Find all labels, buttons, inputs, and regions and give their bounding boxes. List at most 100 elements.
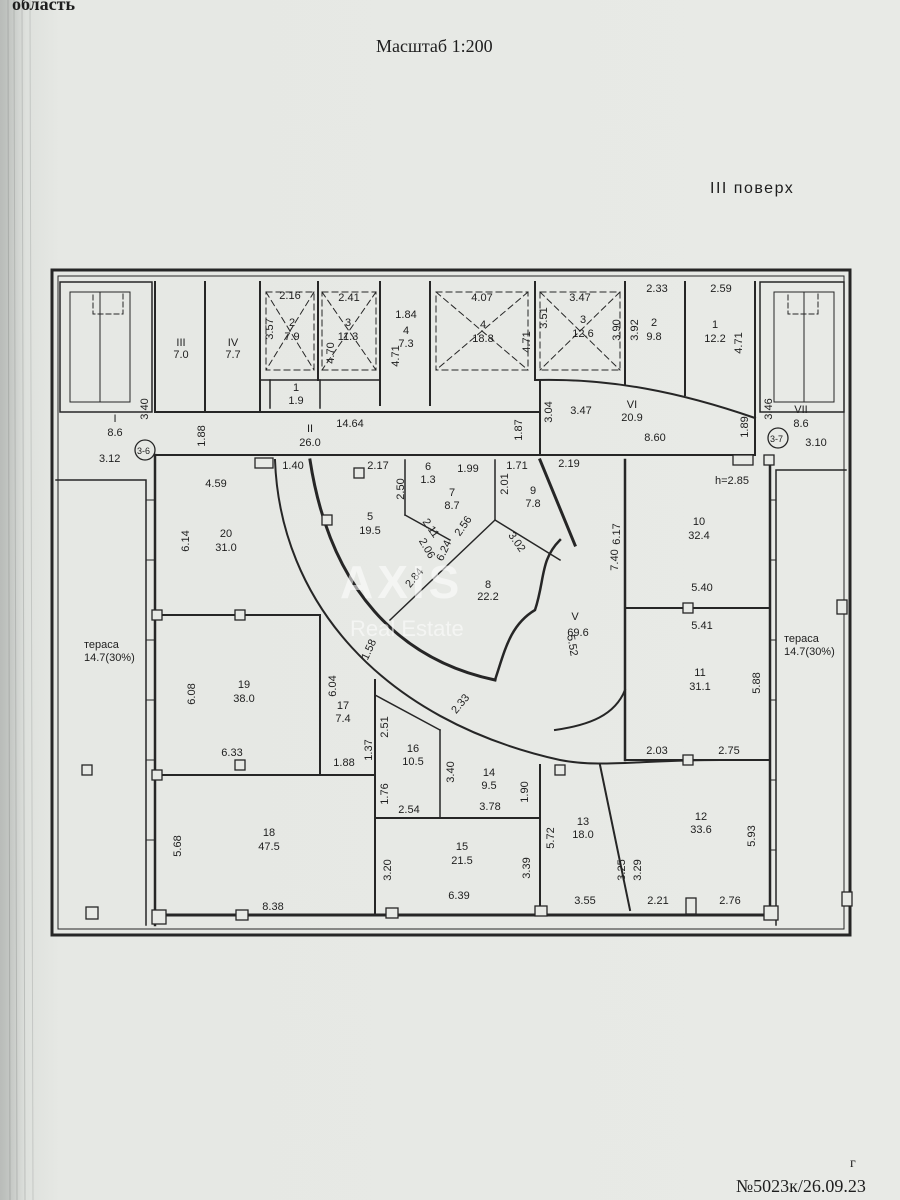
dimension-label: 6.33 bbox=[221, 747, 242, 759]
room-area: 18.8 bbox=[472, 333, 493, 345]
dimension-label: 6.08 bbox=[186, 683, 198, 704]
room-area: 31.1 bbox=[689, 681, 710, 693]
room-area: 32.4 bbox=[688, 530, 709, 542]
room-id: 19 bbox=[238, 679, 250, 691]
room-area: 1.9 bbox=[288, 395, 303, 407]
terrace-title: тераса bbox=[784, 633, 820, 645]
room-area: 47.5 bbox=[258, 841, 279, 853]
dimension-label: 2.01 bbox=[499, 473, 511, 494]
dimension-label: 4.71 bbox=[733, 332, 745, 353]
page-edge-shadow bbox=[0, 0, 26, 1200]
dimension-label: 3.57 bbox=[264, 318, 276, 339]
ceiling-height-label: h=2.85 bbox=[715, 475, 749, 487]
dimension-label: 3.51 bbox=[538, 307, 550, 328]
region-text-fragment: область bbox=[12, 0, 75, 14]
dimension-label: 1.89 bbox=[739, 416, 751, 437]
dimension-label: 2.16 bbox=[279, 290, 300, 302]
terrace-title: тераса bbox=[84, 639, 120, 651]
dimension-label: 8.60 bbox=[644, 432, 665, 444]
room-id: 9 bbox=[530, 485, 536, 497]
dimension-label: 2.19 bbox=[558, 458, 579, 470]
room-id: 7 bbox=[449, 487, 455, 499]
dimension-label: 1.88 bbox=[196, 425, 208, 446]
dimension-label: 1.87 bbox=[513, 419, 525, 440]
room-area: 21.5 bbox=[451, 855, 472, 867]
room-id: 12 bbox=[695, 811, 707, 823]
dimension-label: 7.40 bbox=[609, 549, 621, 570]
dimension-label: 2.33 bbox=[646, 283, 667, 295]
axis-label-right: 3-7 bbox=[770, 434, 783, 444]
dimension-label: 3.46 bbox=[763, 398, 775, 419]
dimension-label: 2.54 bbox=[398, 804, 419, 816]
room-id: 6 bbox=[425, 461, 431, 473]
room-id: VI bbox=[627, 399, 637, 411]
dimension-label: 3.04 bbox=[543, 401, 555, 422]
room-id: 5 bbox=[367, 511, 373, 523]
room-area: 12.2 bbox=[704, 333, 725, 345]
room-area: 7.9 bbox=[284, 331, 299, 343]
scale-label: Масштаб 1:200 bbox=[376, 36, 493, 56]
dimension-label: 3.25 bbox=[616, 859, 628, 880]
room-area: 18.0 bbox=[572, 829, 593, 841]
dimension-label: 2.56 bbox=[452, 514, 474, 538]
watermark-subtitle: Real Estate bbox=[350, 616, 464, 641]
floor-label: III поверх bbox=[710, 180, 795, 197]
room-area: 1.3 bbox=[420, 474, 435, 486]
dimension-label: 2.50 bbox=[395, 478, 407, 499]
room-area: 33.6 bbox=[690, 824, 711, 836]
dimension-label: 2.33 bbox=[449, 692, 472, 716]
dimension-label: 3.47 bbox=[570, 405, 591, 417]
room-area: 7.4 bbox=[335, 713, 350, 725]
room-id: III bbox=[176, 337, 185, 349]
dimension-label: 5.40 bbox=[691, 582, 712, 594]
dimension-label: 2.51 bbox=[379, 716, 391, 737]
room-id: 3 bbox=[580, 314, 586, 326]
dimension-label: 4.71 bbox=[390, 345, 402, 366]
dimension-label: 3.10 bbox=[805, 437, 826, 449]
dimension-label: 2.76 bbox=[719, 895, 740, 907]
dimension-label: 5.88 bbox=[751, 672, 763, 693]
dimension-label: 6.14 bbox=[180, 530, 192, 551]
room-id: II bbox=[307, 423, 313, 435]
dimension-label: 1.90 bbox=[519, 781, 531, 802]
dimension-label: 6.17 bbox=[611, 523, 623, 544]
dimension-label: 3.40 bbox=[139, 398, 151, 419]
document-number: №5023к/26.09.23 bbox=[736, 1176, 866, 1196]
terrace-area: 14.7(30%) bbox=[784, 646, 835, 658]
dimension-label: 5.68 bbox=[172, 835, 184, 856]
room-id: 13 bbox=[577, 816, 589, 828]
room-id: 1 bbox=[712, 319, 718, 331]
room-area: 9.8 bbox=[646, 331, 661, 343]
room-area: 31.0 bbox=[215, 542, 236, 554]
dimension-label: 2.11 bbox=[420, 516, 442, 540]
dimension-label: 5.41 bbox=[691, 620, 712, 632]
dimension-label: 2.75 bbox=[718, 745, 739, 757]
dimension-label: 1.40 bbox=[282, 460, 303, 472]
room-id: 8 bbox=[485, 579, 491, 591]
dimension-label: 14.64 bbox=[336, 418, 364, 430]
room-area: 22.2 bbox=[477, 591, 498, 603]
handwritten-mark: г bbox=[850, 1156, 856, 1171]
dimension-label: 1.37 bbox=[363, 739, 375, 760]
room-area: 69.6 bbox=[567, 627, 588, 639]
dimension-label: 5.93 bbox=[746, 825, 758, 846]
watermark-logo: AXIS bbox=[340, 556, 464, 608]
terrace-area: 14.7(30%) bbox=[84, 652, 135, 664]
dimension-label: 2.03 bbox=[646, 745, 667, 757]
room-id: 15 bbox=[456, 841, 468, 853]
room-area: 12.6 bbox=[572, 328, 593, 340]
dimension-label: 6.04 bbox=[327, 675, 339, 696]
dimension-label: 2.17 bbox=[367, 460, 388, 472]
dimension-label: 3.78 bbox=[479, 801, 500, 813]
room-id: VII bbox=[794, 404, 807, 416]
dimension-label: 4.07 bbox=[471, 292, 492, 304]
dimension-label: 3.29 bbox=[632, 859, 644, 880]
dimension-label: 5.72 bbox=[545, 827, 557, 848]
room-id: 2 bbox=[651, 317, 657, 329]
room-area: 10.5 bbox=[402, 756, 423, 768]
dimension-label: 1.76 bbox=[379, 783, 391, 804]
dimension-label: 6.39 bbox=[448, 890, 469, 902]
dimension-label: 4.70 bbox=[325, 342, 337, 363]
